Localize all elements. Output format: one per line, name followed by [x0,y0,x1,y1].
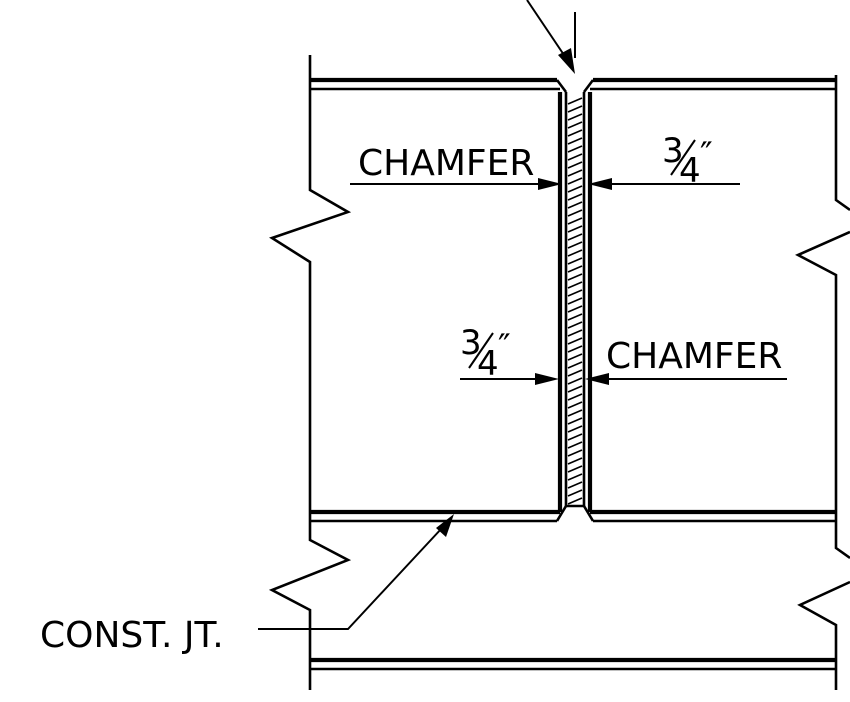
hatch-line [567,433,583,441]
hatch-line [567,473,583,481]
hatch-line [567,409,583,417]
hatch-line [567,289,583,297]
upper-chamfer-callout: CHAMFER [350,143,562,190]
lower-dim-denominator: 4 [477,344,499,384]
hatch-line [567,105,583,113]
hatch-line [567,217,583,225]
top-surface [310,77,836,93]
hatch-line [567,145,583,153]
hatch-line [567,249,583,257]
hatch-line [567,329,583,337]
hatch-line [567,401,583,409]
hatch-line [567,169,583,177]
hatch-line [567,377,583,385]
bottom-surface [310,657,836,671]
hatch-line [567,209,583,217]
upper-chamfer-label: CHAMFER [358,143,534,184]
hatch-line [567,345,583,353]
hatch-line [567,465,583,473]
hatch-line [567,313,583,321]
joint-filler-hatch [567,97,583,505]
hatch-line [567,233,583,241]
hatch-line [567,497,583,505]
construction-joint-surface [310,504,836,523]
hatch-line [567,321,583,329]
hatch-line [567,241,583,249]
upper-dim-denominator: 4 [679,151,701,191]
hatch-line [567,393,583,401]
hatch-line [567,297,583,305]
lower-chamfer-label: CHAMFER [606,336,782,377]
hatch-line [567,129,583,137]
hatch-line [567,185,583,193]
upper-dimension-callout: 3 4 ″ [588,131,740,191]
construction-joint-callout: CONST. JT. [40,514,454,656]
hatch-line [567,121,583,129]
hatch-line [567,361,583,369]
hatch-line [567,265,583,273]
hatch-line [567,489,583,497]
hatch-line [567,273,583,281]
joint-gap [557,92,593,512]
hatch-line [567,425,583,433]
hatch-line [567,305,583,313]
hatch-line [567,137,583,145]
hatch-line [567,353,583,361]
hatch-line [567,257,583,265]
hatch-line [567,201,583,209]
upper-dim-numerator: 3 [662,131,684,171]
hatch-line [567,457,583,465]
hatch-line [567,113,583,121]
hatch-line [567,441,583,449]
hatch-line [567,417,583,425]
hatch-line [567,481,583,489]
upper-dim-unit: ″ [700,135,713,175]
lower-chamfer-callout: CHAMFER [585,336,787,385]
lower-dim-numerator: 3 [460,323,482,363]
hatch-line [567,281,583,289]
left-slab-outline [268,55,352,690]
hatch-line [567,193,583,201]
construction-joint-label: CONST. JT. [40,615,224,656]
hatch-line [567,153,583,161]
hatch-line [567,161,583,169]
hatch-line [567,369,583,377]
top-leader [526,0,576,74]
hatch-line [567,337,583,345]
hatch-line [567,177,583,185]
hatch-line [567,225,583,233]
lower-dimension-callout: 3 4 ″ [460,323,559,385]
hatch-line [567,449,583,457]
right-slab-outline [795,75,850,690]
lower-dim-unit: ″ [498,327,511,367]
hatch-line [567,97,583,105]
hatch-line [567,385,583,393]
